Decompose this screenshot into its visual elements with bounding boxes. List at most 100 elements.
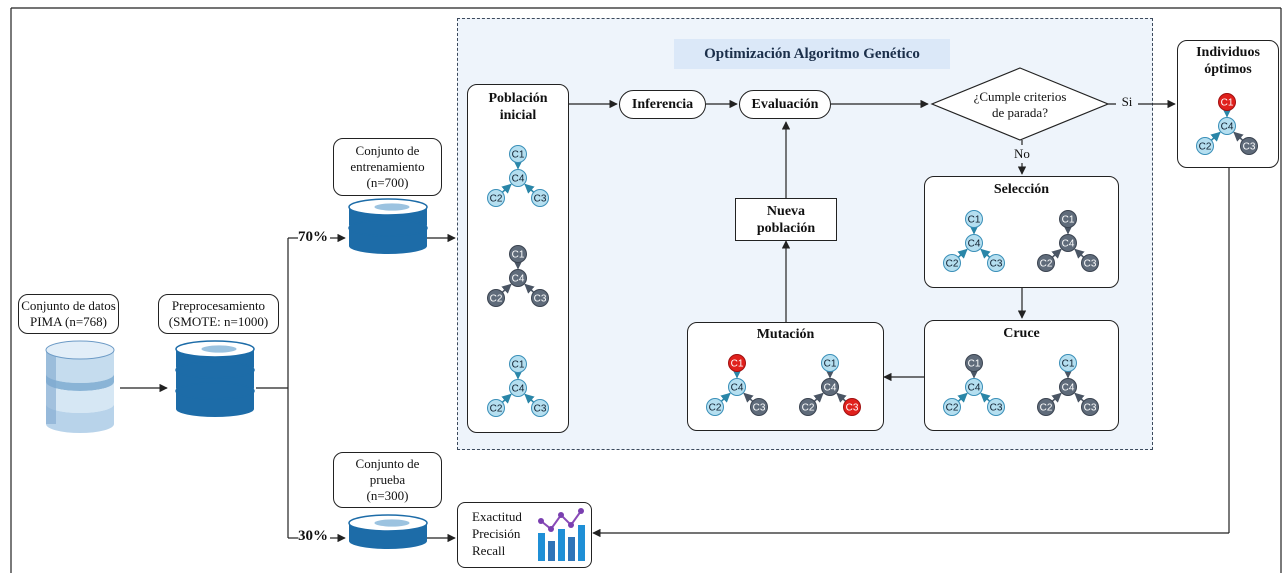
graph-edge xyxy=(957,248,968,259)
test-set-label-box xyxy=(333,452,442,508)
graph-node-label: C2 xyxy=(946,403,959,414)
graph-node xyxy=(943,254,961,272)
metrics-bar xyxy=(578,525,585,561)
preprocessing-label-box xyxy=(158,294,279,334)
graph-node xyxy=(487,399,505,417)
graph-node-label: C2 xyxy=(1040,403,1053,414)
graph-node-label: C3 xyxy=(753,403,766,414)
decision-diamond xyxy=(930,67,1110,141)
graph-node-label: C1 xyxy=(824,359,837,370)
test-database-icon xyxy=(348,514,428,549)
graph-node xyxy=(1037,398,1055,416)
graph-node-label: C1 xyxy=(968,215,981,226)
graph-edge xyxy=(501,393,512,404)
graph-node xyxy=(1081,398,1099,416)
dataset-database-icon xyxy=(45,340,115,433)
graph-node-label: C3 xyxy=(1084,259,1097,270)
graph-node-label: C1 xyxy=(1062,359,1075,370)
graph-node xyxy=(1218,117,1236,135)
graph-node xyxy=(1059,378,1077,396)
inference-step: Inferencia xyxy=(619,90,706,119)
graph-node xyxy=(965,378,983,396)
graph-node xyxy=(1059,354,1077,372)
initial-population-title: Población inicial xyxy=(488,91,548,123)
graph-node-label: C1 xyxy=(512,360,525,371)
metrics-bar xyxy=(538,533,545,561)
graph-edge xyxy=(836,392,847,403)
graph-edge xyxy=(524,393,535,404)
graph-node xyxy=(1196,137,1214,155)
graph-edge xyxy=(524,183,535,194)
graph-node-label: C4 xyxy=(968,239,981,250)
graph-node xyxy=(750,398,768,416)
graph-edge xyxy=(1074,248,1085,259)
graph-node-label: C4 xyxy=(824,383,837,394)
graph-edge xyxy=(980,248,991,259)
graph-edge xyxy=(501,283,512,294)
graph-node-label: C4 xyxy=(512,274,525,285)
graph-node-label: C1 xyxy=(512,250,525,261)
graph-edge xyxy=(1233,131,1244,142)
graph-node xyxy=(821,354,839,372)
graph-node xyxy=(509,245,527,263)
graph-node xyxy=(531,399,549,417)
graph-node-label: C4 xyxy=(512,174,525,185)
graph-node-label: C3 xyxy=(990,259,1003,270)
graph-node xyxy=(1240,137,1258,155)
graph-node-label: C2 xyxy=(802,403,815,414)
graph-node-label: C3 xyxy=(990,403,1003,414)
graph-node-label: C2 xyxy=(1199,142,1212,153)
graph-node xyxy=(509,169,527,187)
graph-edge xyxy=(501,183,512,194)
training-percent: 70% xyxy=(298,229,328,245)
graph-node xyxy=(843,398,861,416)
graph-node xyxy=(1037,254,1055,272)
graph-node-label: C1 xyxy=(512,150,525,161)
no-label: No xyxy=(1008,145,1036,163)
graph-edge xyxy=(1051,248,1062,259)
graph-node-label: C2 xyxy=(946,259,959,270)
training-set-label-box xyxy=(333,138,442,196)
graph-edge xyxy=(743,392,754,403)
graph-node xyxy=(728,354,746,372)
metrics-list: Exactitud Precisión Recall xyxy=(472,508,522,559)
graph-node xyxy=(509,269,527,287)
metric-accuracy: Exactitud xyxy=(472,509,522,524)
graph-node-label: C2 xyxy=(490,404,503,415)
graph-node xyxy=(965,210,983,228)
preprocessing-label: Preprocesamiento (SMOTE: n=1000) xyxy=(168,298,269,329)
graph-edge xyxy=(1074,392,1085,403)
graph-node xyxy=(531,289,549,307)
graph-node xyxy=(1218,93,1236,111)
crossover-title: Cruce xyxy=(1003,326,1040,341)
graph-edge xyxy=(524,283,535,294)
graph-edge xyxy=(1210,131,1221,142)
graph-node-label: C2 xyxy=(1040,259,1053,270)
graph-node xyxy=(509,145,527,163)
graph-node xyxy=(1059,210,1077,228)
graph-node-label: C4 xyxy=(731,383,744,394)
graph-node-label: C4 xyxy=(512,384,525,395)
new-population-step: Nueva población xyxy=(735,198,837,241)
graph-node-label: C3 xyxy=(1243,142,1256,153)
training-set-label: Conjunto de entrenamiento (n=700) xyxy=(350,143,425,190)
stopping-criteria-decision: ¿Cumple criterios de parada? xyxy=(973,89,1067,120)
evaluation-step: Evaluación xyxy=(739,90,831,119)
graph-node-label: C1 xyxy=(1221,98,1234,109)
graph-node xyxy=(487,289,505,307)
yes-label: Si xyxy=(1116,93,1138,111)
metric-precision: Precisión xyxy=(472,526,521,541)
preprocessed-database-icon xyxy=(175,340,255,417)
graph-node xyxy=(531,189,549,207)
optimal-individuals-title: Individuos óptimos xyxy=(1196,45,1260,77)
